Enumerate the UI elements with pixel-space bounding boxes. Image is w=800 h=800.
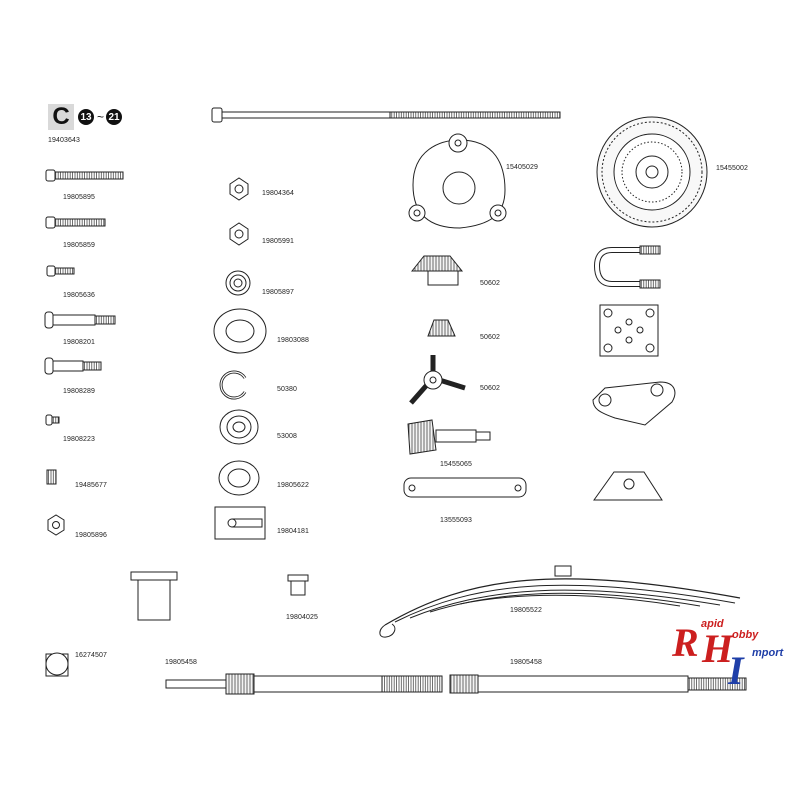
label-hex-nut-3: 19805991 <box>262 238 294 245</box>
screw-long-2 <box>45 216 106 229</box>
logo-word-apid: apid <box>701 618 724 630</box>
bearing-1 <box>219 409 259 445</box>
spacer-small <box>287 574 309 596</box>
shackle-bracket <box>592 381 676 426</box>
triangle-mount <box>593 471 663 501</box>
label-bushing: 16274507 <box>75 652 107 659</box>
label-lock-nut: 19805897 <box>262 289 294 296</box>
drive-shaft-right <box>449 674 747 694</box>
label-shoulder-screw-2: 19808289 <box>63 388 95 395</box>
hex-nut-3 <box>229 222 249 246</box>
e-ring <box>219 370 247 400</box>
label-hex-nut-2: 19804364 <box>262 190 294 197</box>
screw-long-1 <box>45 169 124 182</box>
dogbone <box>403 477 527 498</box>
label-bevel-gear-2: 50602 <box>480 334 500 341</box>
logo-r: R <box>671 620 699 665</box>
spring-plate <box>599 304 659 357</box>
label-screw-tiny: 19808223 <box>63 436 95 443</box>
label-bevel-gear-1: 50602 <box>480 280 500 287</box>
collar-bushing <box>130 571 178 621</box>
grub-screw <box>46 469 57 485</box>
label-dogbone: 13555093 <box>440 517 472 524</box>
logo-graphic: R H I apid obby mport <box>671 618 785 693</box>
long-screw-top <box>211 107 561 123</box>
u-bolt <box>593 245 661 289</box>
label-grub-screw: 19485677 <box>75 482 107 489</box>
screw-short <box>46 265 75 277</box>
step-range-tilde: ~ <box>97 110 105 124</box>
label-diff-housing: 15405029 <box>506 164 538 171</box>
slotted-plate <box>214 506 266 540</box>
label-pinion-shaft: 15455065 <box>440 461 472 468</box>
logo-word-obby: obby <box>732 629 759 641</box>
hex-nut-2 <box>229 177 249 201</box>
label-shaft-left: 19805458 <box>165 659 197 666</box>
rapid-hobby-import-logo: R H I apid obby mport <box>668 612 792 693</box>
bevel-gear-2 <box>427 319 456 337</box>
step-header: C 13 ~ 21 <box>48 103 123 130</box>
shoulder-screw-2 <box>44 357 102 375</box>
label-spider-gear: 50602 <box>480 385 500 392</box>
crown-gear <box>596 116 708 228</box>
label-leaf-spring: 19805522 <box>510 607 542 614</box>
label-large-washer: 19803088 <box>277 337 309 344</box>
step-from-badge: 13 <box>78 109 94 125</box>
leaf-spring <box>379 565 741 638</box>
label-screw-long-1: 19805895 <box>63 194 95 201</box>
logo-word-mport: mport <box>752 647 785 659</box>
screw-tiny <box>45 414 60 426</box>
label-spacer-small: 19804025 <box>286 614 318 621</box>
label-shaft-right: 19805458 <box>510 659 542 666</box>
label-slotted-plate: 19804181 <box>277 528 309 535</box>
label-screw-long-2: 19805859 <box>63 242 95 249</box>
label-hex-nut-1: 19805896 <box>75 532 107 539</box>
header-part-number: 19403643 <box>48 137 80 144</box>
label-screw-short: 19805636 <box>63 292 95 299</box>
label-e-ring: 50380 <box>277 386 297 393</box>
step-to-badge: 21 <box>106 109 123 125</box>
spider-gear <box>409 355 466 405</box>
label-crown-gear: 15455002 <box>716 165 748 172</box>
lock-nut <box>225 270 251 296</box>
drive-shaft-left <box>165 673 443 695</box>
large-washer <box>213 308 267 354</box>
diff-housing <box>408 133 507 229</box>
label-bearing-1: 53008 <box>277 433 297 440</box>
hex-nut-1 <box>47 514 65 536</box>
bevel-gear-1 <box>410 255 464 286</box>
label-shoulder-screw-1: 19808201 <box>63 339 95 346</box>
shoulder-screw-1 <box>44 311 116 329</box>
label-bearing-2: 19805622 <box>277 482 309 489</box>
small-bushing <box>45 652 69 677</box>
logo-h: H <box>701 626 735 671</box>
bag-letter: C <box>48 103 74 130</box>
logo-i: I <box>727 648 745 686</box>
bearing-2 <box>218 460 260 496</box>
pinion-shaft <box>407 419 491 455</box>
